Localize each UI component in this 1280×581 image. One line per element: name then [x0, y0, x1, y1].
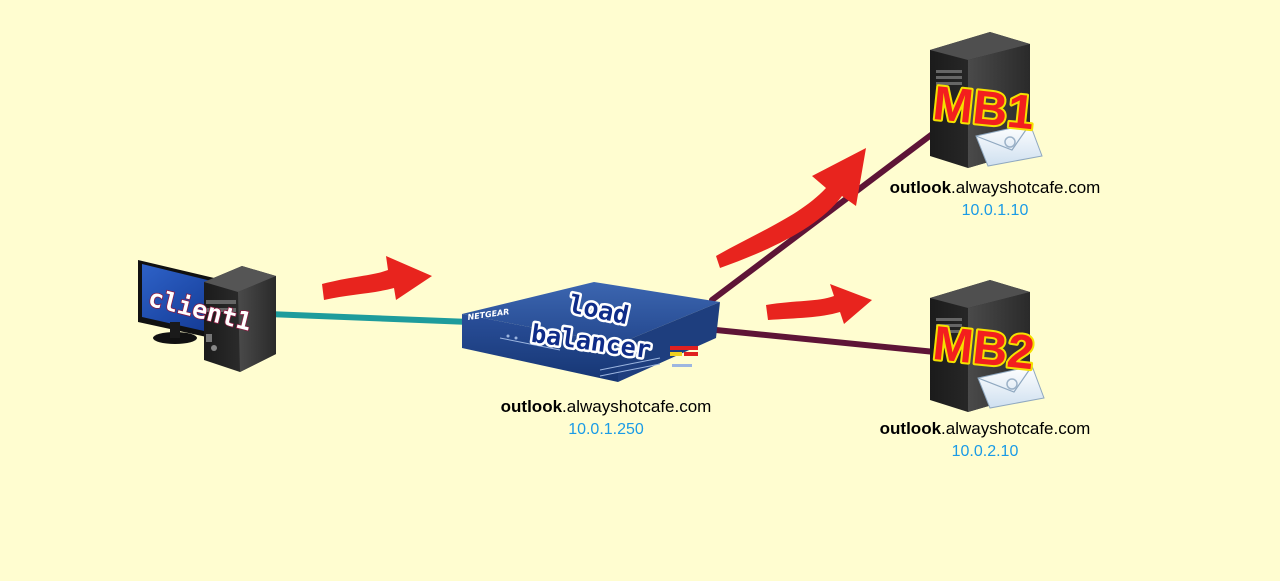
email-envelope-icon [977, 365, 1045, 409]
flow-arrow-lb-to-mb2 [766, 284, 872, 324]
edge-client-to-load-balancer [265, 311, 473, 325]
flow-arrow-client-to-lb [322, 256, 432, 300]
mb1-label: MB1 [930, 77, 1036, 140]
mb2-server: MB2 [928, 280, 1045, 412]
mb1-ip: 10.0.1.10 [961, 201, 1029, 219]
client-computer: client1 [138, 260, 276, 372]
mb1-hostname: outlook.alwayshotcafe.com [889, 178, 1101, 197]
network-router-icon: NETGEAR [462, 282, 720, 382]
load-balancer-hostname: outlook.alwayshotcafe.com [500, 397, 712, 416]
mb2-hostname: outlook.alwayshotcafe.com [879, 419, 1091, 438]
load-balancer-address: outlook.alwayshotcafe.com 10.0.1.250 [486, 396, 726, 441]
desktop-computer-icon [138, 260, 276, 372]
mb2-ip: 10.0.2.10 [951, 442, 1019, 460]
load-balancer-ip: 10.0.1.250 [568, 420, 644, 438]
mb1-address: outlook.alwayshotcafe.com 10.0.1.10 [875, 177, 1115, 222]
mb2-address: outlook.alwayshotcafe.com 10.0.2.10 [865, 418, 1105, 463]
mb1-server: MB1 [928, 32, 1043, 168]
mb2-label: MB2 [930, 317, 1036, 380]
load-balancer: NETGEAR load balancer [462, 282, 720, 382]
email-envelope-icon [975, 123, 1043, 167]
flow-arrow-lb-to-mb1 [716, 148, 866, 268]
edge-load-balancer-to-mb1 [709, 129, 938, 303]
edge-load-balancer-to-mb2 [713, 327, 938, 355]
